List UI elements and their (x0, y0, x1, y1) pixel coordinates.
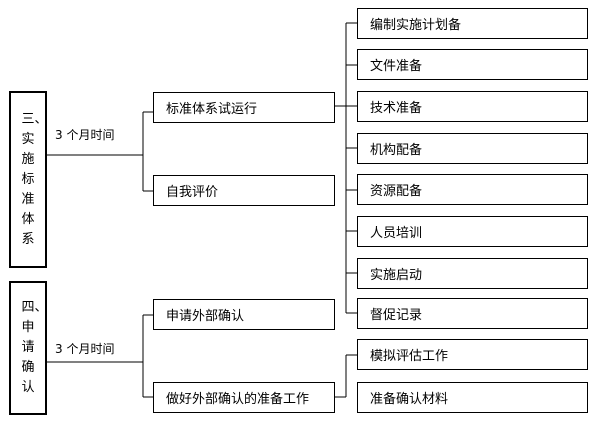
task-box-technical: 技术准备 (357, 91, 588, 122)
task-box-plan: 编制实施计划备 (357, 8, 588, 39)
step-label: 自我评价 (166, 185, 219, 200)
task-label: 技术准备 (370, 101, 423, 116)
step-box-apply-external: 申请外部确认 (153, 299, 335, 330)
phase-duration-label: 3 个月时间 (55, 128, 115, 142)
phase-title: 三、实施标准体系 (21, 111, 48, 247)
task-label: 实施启动 (370, 268, 423, 283)
phase-duration-label: 3 个月时间 (55, 342, 115, 356)
step-box-trial-run: 标准体系试运行 (153, 92, 335, 123)
task-label: 督促记录 (370, 308, 423, 323)
task-box-materials: 准备确认材料 (357, 382, 588, 413)
task-label: 人员培训 (370, 226, 423, 241)
step-label: 申请外部确认 (166, 309, 245, 324)
step-label: 做好外部确认的准备工作 (166, 392, 310, 407)
step-label: 标准体系试运行 (166, 102, 258, 117)
phase-box-implement-standard-system: 三、实施标准体系 (9, 91, 48, 268)
task-box-launch: 实施启动 (357, 258, 588, 289)
task-box-documents: 文件准备 (357, 49, 588, 80)
task-label: 准备确认材料 (370, 392, 449, 407)
task-label: 机构配备 (370, 143, 423, 158)
step-box-self-evaluation: 自我评价 (153, 175, 335, 206)
task-box-simulation: 模拟评估工作 (357, 339, 588, 370)
task-label: 模拟评估工作 (370, 349, 449, 364)
task-box-supervision: 督促记录 (357, 298, 588, 329)
step-box-prepare-external: 做好外部确认的准备工作 (153, 382, 335, 413)
task-label: 编制实施计划备 (370, 18, 462, 33)
task-box-organization: 机构配备 (357, 133, 588, 164)
phase-title: 四、申请确认 (21, 300, 48, 395)
task-label: 资源配备 (370, 184, 423, 199)
task-box-resources: 资源配备 (357, 174, 588, 205)
task-box-training: 人员培训 (357, 216, 588, 247)
phase-box-apply-confirmation: 四、申请确认 (9, 281, 48, 415)
task-label: 文件准备 (370, 59, 423, 74)
